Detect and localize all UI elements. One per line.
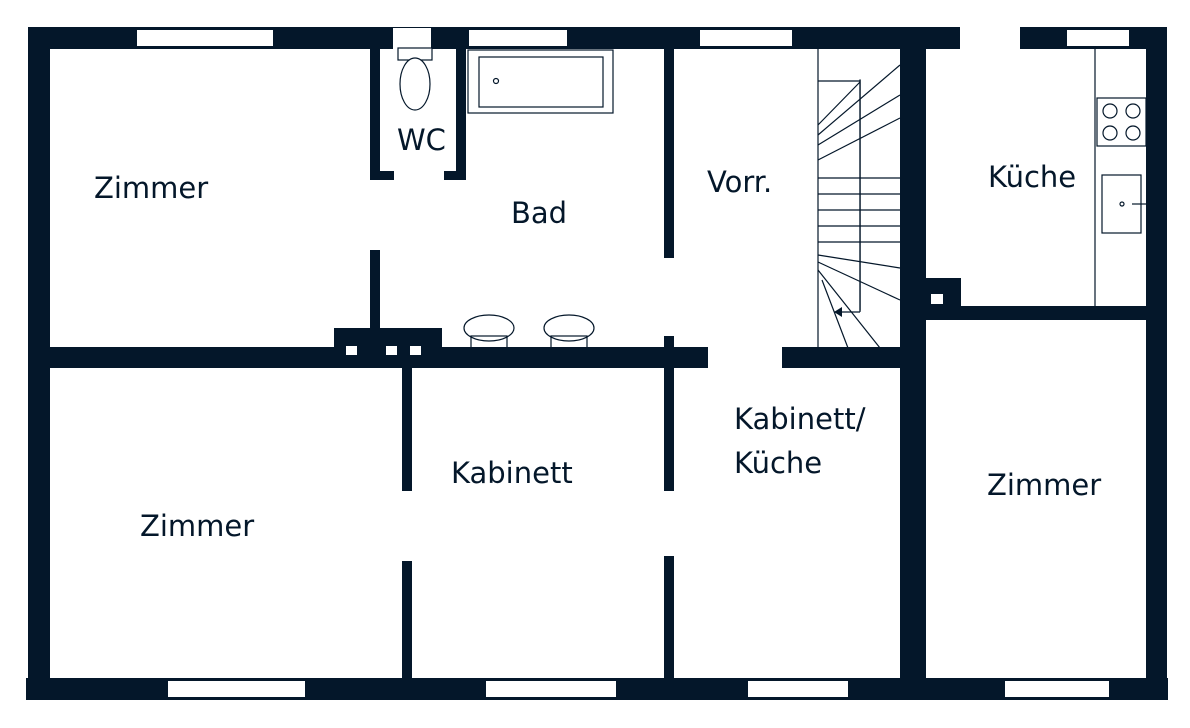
wall-kueche-bottom [900,306,1167,320]
washbasin-icon [463,314,515,349]
wall-kabinett-kabinettkueche [664,368,674,491]
label-vorr: Vorr. [707,165,772,199]
bathtub-icon [467,49,614,114]
label-kabinett-kueche-1: Kabinett/ [734,402,866,436]
wall-right [1146,27,1167,700]
flue [386,346,397,355]
window [137,30,273,46]
window [1005,681,1109,697]
wall-wc-right-stub [444,171,466,180]
wall-bad-vorr [664,45,674,258]
flue [346,346,357,355]
window [700,30,792,46]
wall-kabinett-kabinettkueche-lower [664,556,674,681]
wall-zimmer-bad [370,250,380,350]
window [469,30,567,46]
interior-walls [28,27,1167,700]
toilet-icon [397,47,433,111]
flue [410,346,421,355]
label-kabinett: Kabinett [451,456,573,490]
wall-zimmer-kabinett-lower [402,561,412,681]
windows [137,28,1129,697]
wall-wc-right [456,45,466,180]
label-kueche: Küche [988,160,1076,194]
sink-icon [1101,174,1146,234]
wall-horizontal-right [782,347,906,368]
staircase-icon [817,49,901,349]
label-zimmer-bottom-left: Zimmer [140,509,254,543]
wall-bad-vorr-stub [664,336,674,350]
room-labels: Zimmer WC Bad Vorr. Küche Zimmer Kabinet… [94,123,1101,543]
label-zimmer-right: Zimmer [987,468,1101,502]
wall-vertical-right [900,27,926,700]
stove-icon [1096,97,1147,147]
window [1067,30,1129,46]
wall-zimmer-kabinett [402,368,412,491]
label-zimmer-top-left: Zimmer [94,171,208,205]
label-kabinett-kueche-2: Küche [734,446,822,480]
flue [931,294,943,304]
window [486,681,616,697]
window [748,681,848,697]
wall-wc-left [370,45,380,180]
label-bad: Bad [511,196,567,230]
label-wc: WC [397,123,446,157]
window [168,681,305,697]
wall-wc-left-stub [370,171,394,180]
window [393,28,431,49]
washbasin-icon [543,314,595,349]
